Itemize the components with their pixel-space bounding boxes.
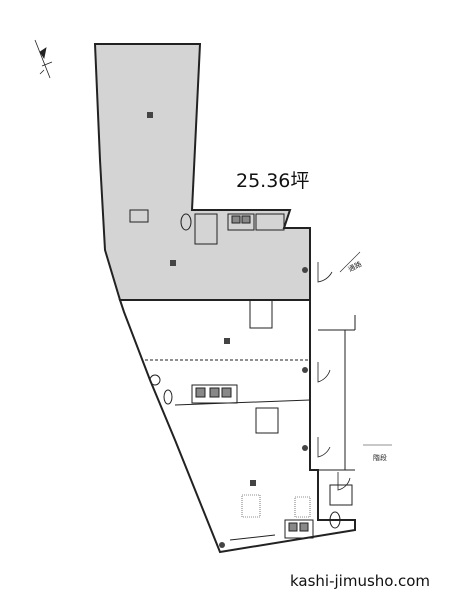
restroom-block	[129, 209, 285, 245]
leased-area	[93, 43, 311, 301]
partitions	[145, 299, 356, 541]
toilet-icon	[329, 511, 341, 529]
watermark: kashi-jimusho.com	[290, 572, 431, 590]
building-outline	[118, 299, 356, 554]
street-guides	[339, 251, 392, 446]
toilet-icon	[180, 213, 192, 231]
sink-icon	[231, 215, 241, 224]
area-label: 25.36坪	[236, 170, 310, 192]
outlet-icon	[147, 112, 308, 548]
toilet-icon	[163, 389, 173, 405]
street-label: 階段	[373, 454, 387, 462]
lower-wet-area	[284, 484, 353, 539]
stair-icon	[241, 494, 311, 518]
north-arrow-icon	[34, 39, 53, 79]
kitchen-block	[149, 374, 238, 405]
door-swing-icon	[317, 262, 351, 491]
